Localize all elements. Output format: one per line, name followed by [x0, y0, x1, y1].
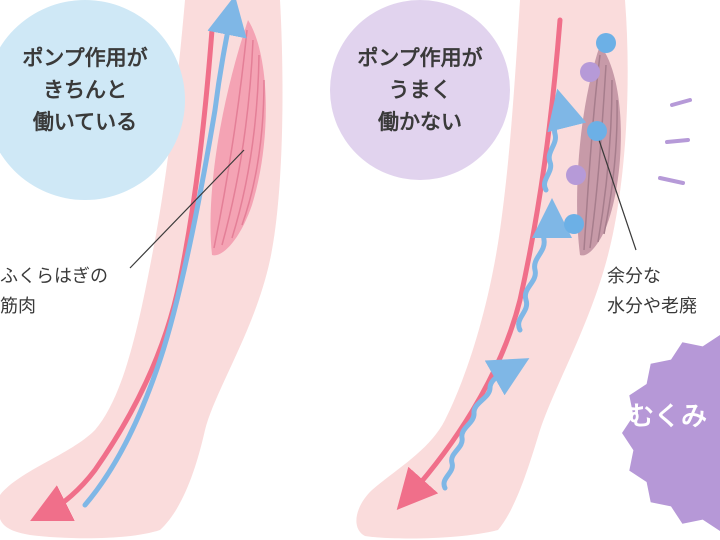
waste-label-line: 水分や老廃 [607, 296, 697, 317]
swelling-marks [658, 98, 692, 185]
right-vein-arrow-upper [542, 88, 587, 193]
waste-dot [566, 165, 586, 185]
calf-muscle-label: ふくらはぎの 筋肉 [0, 262, 108, 322]
right-bubble-text: ポンプ作用が うまく 働かない [335, 42, 505, 138]
waste-dot [580, 62, 600, 82]
left-status-bubble [0, 0, 185, 200]
right-bubble-line: うまく [388, 78, 452, 102]
left-artery-arrow [30, 27, 215, 521]
calf-label-line: ふくらはぎの [0, 266, 108, 287]
right-bubble-line: 働かない [378, 110, 462, 134]
right-vein-arrow-lower [441, 358, 530, 491]
calf-label-line: 筋肉 [0, 296, 36, 317]
swelling-badge-text: むくみ [628, 402, 708, 432]
left-bubble-text: ポンプ作用が きちんと 働いている [0, 42, 170, 138]
right-vein-arrow-middle [516, 198, 572, 333]
right-label-pointer [596, 133, 637, 251]
right-status-bubble [330, 0, 510, 180]
right-leg [356, 0, 637, 539]
right-leg-silhouette [356, 0, 628, 539]
left-bubble-line: きちんと [43, 78, 127, 102]
left-label-pointer [129, 149, 245, 269]
left-bubble-line: ポンプ作用が [22, 46, 148, 70]
left-bubble-line: 働いている [32, 110, 138, 134]
left-leg [0, 0, 283, 539]
waste-label: 余分な 水分や老廃 [607, 262, 697, 322]
water-dot [564, 214, 584, 234]
water-dot [587, 121, 607, 141]
right-bubble-line: ポンプ作用が [357, 46, 483, 70]
water-dot [596, 33, 616, 53]
left-muscle-fibers [213, 29, 265, 249]
waste-label-line: 余分な [607, 266, 661, 287]
swelling-badge [622, 335, 720, 531]
left-vein-arrow [82, 0, 247, 508]
